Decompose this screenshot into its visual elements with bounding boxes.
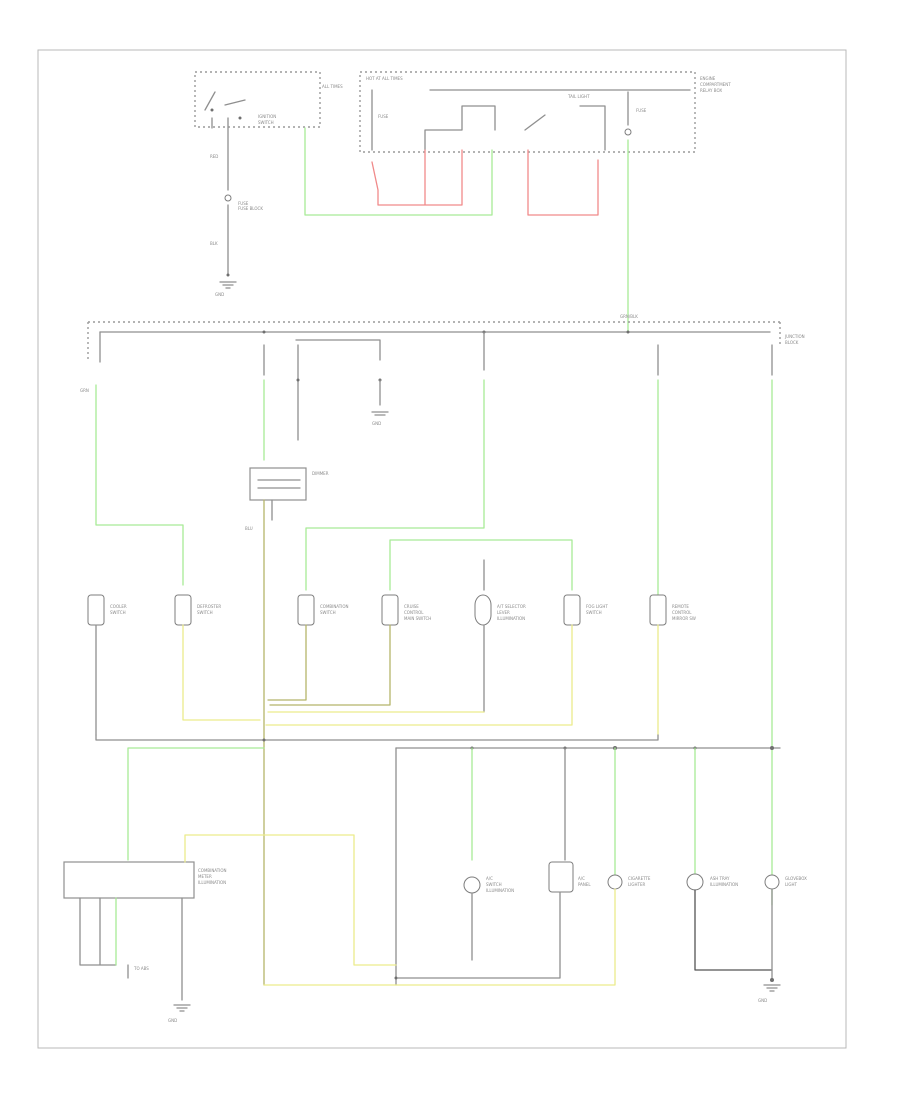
svg-text:JUNCTION: JUNCTION bbox=[784, 334, 805, 339]
svg-text:LEVER: LEVER bbox=[497, 610, 510, 615]
svg-text:GRN: GRN bbox=[80, 388, 89, 393]
ground-g101: GND bbox=[215, 281, 237, 297]
svg-text:IGNITION: IGNITION bbox=[258, 114, 276, 119]
light-4: CRUISE CONTROL MAIN SWITCH bbox=[269, 594, 431, 706]
svg-text:SWITCH: SWITCH bbox=[197, 610, 213, 615]
svg-text:CONTROL: CONTROL bbox=[672, 610, 692, 615]
light-6: FOG LIGHT SWITCH bbox=[265, 594, 608, 726]
svg-text:CIGARETTE: CIGARETTE bbox=[628, 876, 651, 881]
drop-center bbox=[305, 379, 485, 591]
svg-text:CRUISE: CRUISE bbox=[404, 604, 419, 609]
lower-lights-row: A/C SWITCH ILLUMINATION A/C PANEL CIGARE… bbox=[263, 747, 807, 1003]
dimmer-control-unit bbox=[249, 467, 307, 501]
svg-text:FOG LIGHT: FOG LIGHT bbox=[586, 604, 608, 609]
svg-text:A/C: A/C bbox=[486, 876, 493, 881]
wire-to-cluster bbox=[127, 747, 265, 861]
svg-text:ILLUMINATION: ILLUMINATION bbox=[497, 616, 525, 621]
svg-text:SWITCH: SWITCH bbox=[486, 882, 502, 887]
drop-1 bbox=[95, 384, 184, 586]
lower-light-4: ASH TRAY ILLUMINATION bbox=[686, 747, 773, 971]
svg-text:GLOVEBOX: GLOVEBOX bbox=[785, 876, 807, 881]
svg-text:MIRROR SW: MIRROR SW bbox=[672, 616, 696, 621]
combination-meter: COMBINATION METER ILLUMINATION GND TO AB… bbox=[63, 834, 397, 1023]
svg-text:CONTROL: CONTROL bbox=[404, 610, 424, 615]
light-3: COMBINATION SWITCH bbox=[267, 594, 349, 701]
svg-text:FUSE: FUSE bbox=[238, 201, 249, 206]
svg-text:GND: GND bbox=[168, 1018, 177, 1023]
svg-text:FUSE BLOCK: FUSE BLOCK bbox=[238, 206, 263, 211]
svg-text:BLK: BLK bbox=[210, 241, 218, 246]
svg-text:GND: GND bbox=[758, 998, 767, 1003]
ignition-switch: IGNITION SWITCH ALL TIMES bbox=[194, 71, 343, 129]
light-1: COOLER SWITCH bbox=[87, 594, 127, 736]
svg-text:MAIN SWITCH: MAIN SWITCH bbox=[404, 616, 431, 621]
lower-light-2: A/C PANEL bbox=[397, 747, 591, 979]
lower-light-1: A/C SWITCH ILLUMINATION bbox=[463, 747, 514, 961]
svg-text:SWITCH: SWITCH bbox=[110, 610, 126, 615]
mid-ground-bus bbox=[95, 734, 659, 741]
svg-text:ILLUMINATION: ILLUMINATION bbox=[486, 888, 514, 893]
lower-light-3: CIGARETTE LIGHTER bbox=[263, 747, 651, 986]
svg-text:SWITCH: SWITCH bbox=[586, 610, 602, 615]
dimmer-drop: GND DIMMER bbox=[249, 339, 389, 501]
svg-text:SWITCH: SWITCH bbox=[258, 120, 274, 125]
wire-ign-to-fuse bbox=[304, 127, 493, 216]
svg-text:SWITCH: SWITCH bbox=[320, 610, 336, 615]
svg-text:PANEL: PANEL bbox=[578, 882, 591, 887]
svg-text:A/C: A/C bbox=[578, 876, 585, 881]
svg-text:GND: GND bbox=[372, 421, 381, 426]
main-bus-dash bbox=[87, 321, 781, 362]
svg-text:METER: METER bbox=[198, 874, 212, 879]
svg-text:GRN/BLK: GRN/BLK bbox=[620, 314, 638, 319]
svg-text:LIGHT: LIGHT bbox=[785, 882, 798, 887]
svg-text:BLOCK: BLOCK bbox=[785, 340, 799, 345]
svg-text:DEFROSTER: DEFROSTER bbox=[197, 604, 221, 609]
svg-text:ENGINE: ENGINE bbox=[700, 76, 716, 81]
svg-text:ALL TIMES: ALL TIMES bbox=[322, 84, 343, 89]
svg-text:ASH TRAY: ASH TRAY bbox=[710, 876, 730, 881]
light-5: A/T SELECTOR LEVER ILLUMINATION bbox=[267, 559, 526, 713]
svg-text:LIGHTER: LIGHTER bbox=[628, 882, 645, 887]
wire-red-left bbox=[371, 149, 463, 206]
svg-text:TO ABS: TO ABS bbox=[133, 966, 149, 971]
diagram-frame bbox=[37, 49, 847, 1049]
svg-text:FUSE: FUSE bbox=[636, 108, 647, 113]
ignition-feed-wire: RED FUSE FUSE BLOCK BLK bbox=[210, 117, 263, 277]
svg-text:COMPARTMENT: COMPARTMENT bbox=[700, 82, 731, 87]
light-7: REMOTE CONTROL MIRROR SW bbox=[649, 594, 696, 736]
svg-text:DIMMER: DIMMER bbox=[312, 471, 329, 476]
fuse-relay-box: HOT AT ALL TIMES ENGINE COMPARTMENT RELA… bbox=[359, 71, 731, 153]
svg-text:REMOTE: REMOTE bbox=[672, 604, 689, 609]
svg-text:COOLER: COOLER bbox=[110, 604, 127, 609]
illumination-lights-row: COOLER SWITCH DEFROSTER SWITCH COMBINATI… bbox=[87, 559, 696, 736]
svg-text:TAIL LIGHT: TAIL LIGHT bbox=[567, 94, 590, 99]
svg-text:COMBINATION: COMBINATION bbox=[320, 604, 349, 609]
svg-text:HOT AT ALL TIMES: HOT AT ALL TIMES bbox=[366, 76, 403, 81]
light-2: DEFROSTER SWITCH bbox=[174, 594, 261, 721]
lower-light-5: GLOVEBOX LIGHT GND bbox=[758, 874, 807, 1003]
svg-text:ILLUMINATION: ILLUMINATION bbox=[710, 882, 738, 887]
svg-text:BLU: BLU bbox=[245, 526, 253, 531]
svg-text:A/T SELECTOR: A/T SELECTOR bbox=[497, 604, 526, 609]
svg-text:COMBINATION: COMBINATION bbox=[198, 868, 227, 873]
svg-text:RED: RED bbox=[210, 154, 218, 159]
svg-text:RELAY BOX: RELAY BOX bbox=[700, 88, 722, 93]
svg-text:FUSE: FUSE bbox=[378, 114, 389, 119]
svg-text:GND: GND bbox=[215, 292, 224, 297]
wire-red-right bbox=[527, 149, 599, 216]
svg-text:ILLUMINATION: ILLUMINATION bbox=[198, 880, 226, 885]
